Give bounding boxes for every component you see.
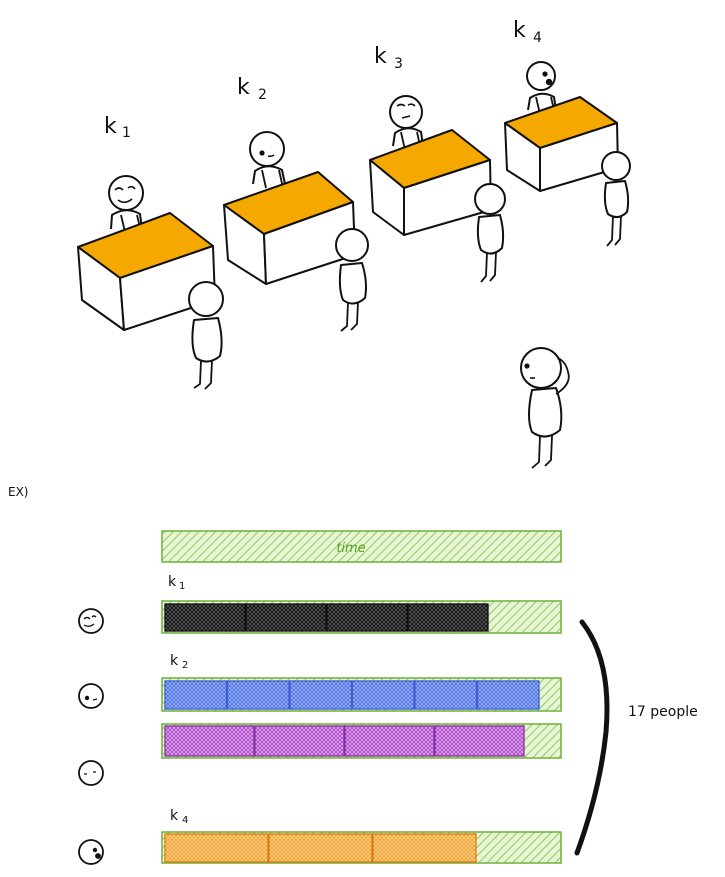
svg-text:2: 2 — [258, 87, 267, 103]
service-segment-k1-2 — [245, 603, 327, 632]
svg-text:k: k — [170, 808, 179, 824]
kiosk-label-3: k 3 — [374, 44, 403, 72]
kiosk-3 — [369, 95, 506, 283]
svg-text:3: 3 — [394, 56, 403, 72]
service-segment-k2-5 — [414, 680, 478, 710]
service-segment-k3-1 — [164, 725, 255, 757]
svg-text:1: 1 — [179, 581, 185, 592]
row-label-k4: k 4 — [170, 808, 188, 826]
svg-text:k: k — [237, 75, 250, 100]
svg-text:k: k — [168, 574, 177, 590]
customer-2 — [335, 228, 369, 332]
kiosk-4 — [504, 61, 631, 247]
cashier-2 — [249, 131, 286, 189]
segments-layer — [164, 603, 540, 863]
time-label: time — [336, 541, 365, 556]
kiosk-1 — [77, 175, 224, 390]
service-segment-k2-1 — [164, 680, 228, 710]
svg-text:2: 2 — [182, 660, 188, 671]
svg-text:k: k — [170, 653, 179, 669]
face-k3 — [78, 760, 104, 786]
svg-text:4: 4 — [182, 815, 188, 826]
face-k1 — [78, 608, 104, 634]
cashier-3 — [389, 95, 424, 151]
svg-text:k: k — [513, 18, 526, 43]
kiosk-label-1: k 1 — [104, 114, 131, 141]
kiosk-label-2: k 2 — [237, 75, 267, 103]
customer-4 — [601, 151, 631, 247]
svg-text:k: k — [374, 44, 387, 69]
service-segment-k4-2 — [268, 833, 373, 863]
row-label-k1: k 1 — [168, 574, 185, 592]
people-brace — [574, 619, 610, 856]
cashier-4 — [526, 61, 557, 115]
service-segment-k3-4 — [434, 725, 525, 757]
thinking-person — [520, 347, 570, 469]
svg-text:4: 4 — [533, 30, 542, 46]
service-segment-k2-4 — [351, 680, 415, 710]
example-label: EX) — [8, 485, 28, 499]
service-segment-k2-3 — [289, 680, 353, 710]
service-segment-k4-1 — [164, 833, 269, 863]
service-segment-k1-1 — [164, 603, 246, 632]
service-segment-k2-2 — [226, 680, 290, 710]
service-segment-k4-3 — [372, 833, 477, 863]
service-segment-k1-4 — [407, 603, 489, 632]
service-segment-k2-6 — [476, 680, 540, 710]
time-bar: time — [161, 530, 562, 563]
service-segment-k1-3 — [326, 603, 408, 632]
cashier-1 — [108, 175, 144, 233]
row-label-k2: k 2 — [170, 653, 188, 671]
kiosk-2 — [223, 131, 369, 332]
svg-text:k: k — [104, 114, 117, 139]
customer-1 — [188, 281, 224, 390]
service-segment-k3-2 — [254, 725, 345, 757]
kiosk-label-4: k 4 — [513, 18, 542, 46]
face-k4 — [78, 839, 104, 865]
customer-3 — [474, 183, 506, 283]
face-k2 — [78, 683, 104, 709]
people-count-label: 17 people — [628, 704, 698, 720]
service-segment-k3-3 — [344, 725, 435, 757]
svg-text:1: 1 — [122, 125, 131, 141]
